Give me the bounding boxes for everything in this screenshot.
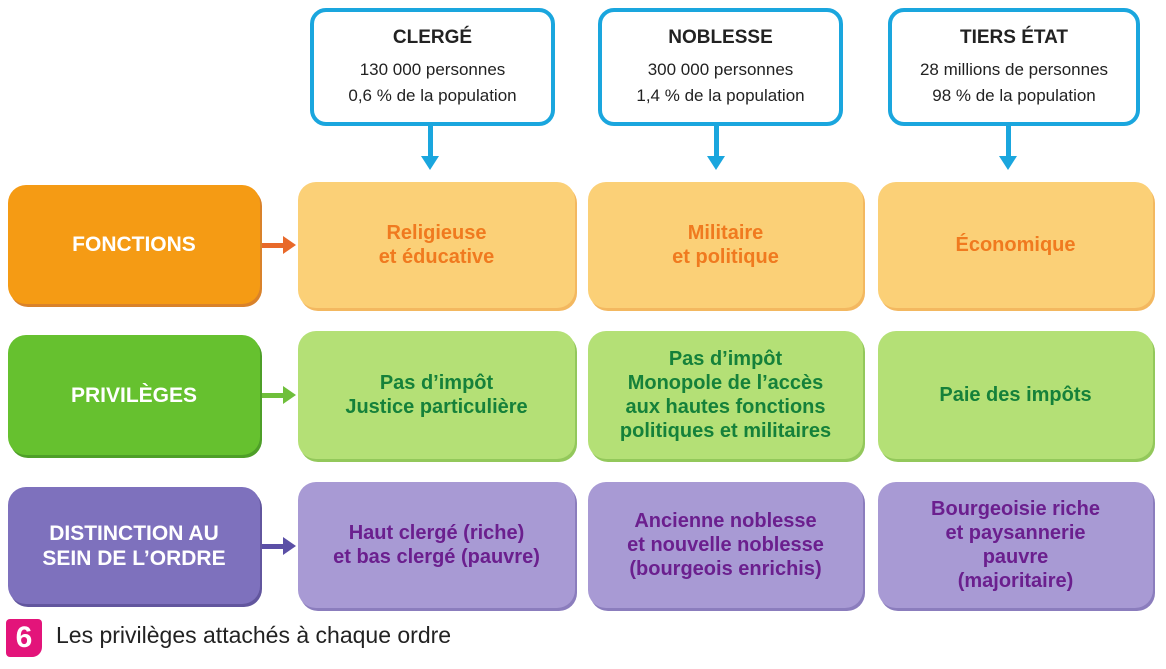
down-arrow-line	[1006, 126, 1011, 158]
cell-line: Paie des impôts	[939, 384, 1092, 406]
cell-line: Monopole de l’accès	[627, 372, 824, 394]
down-arrow-icon	[421, 156, 439, 170]
row-label-line: PRIVILÈGES	[70, 383, 198, 407]
cell-line: Pas d’impôt	[379, 372, 494, 394]
cell-line: (bourgeois enrichis)	[629, 558, 822, 580]
right-arrow-icon	[283, 236, 296, 254]
order-title: NOBLESSE	[668, 27, 773, 48]
cell-line: Pas d’impôt	[668, 348, 783, 370]
right-arrow-icon	[283, 386, 296, 404]
cell-line: pauvre	[982, 546, 1049, 568]
cell-line: Économique	[955, 234, 1076, 256]
cell-line: aux hautes fonctions	[625, 396, 826, 418]
cell-line: Bourgeoisie riche	[931, 498, 1100, 520]
down-arrow-line	[714, 126, 719, 158]
cell-line: politiques et militaires	[619, 420, 832, 442]
cell-line: Religieuse	[386, 222, 487, 244]
order-share: 98 % de la population	[932, 86, 1096, 105]
order-share: 1,4 % de la population	[636, 86, 805, 105]
order-count: 300 000 personnes	[647, 60, 794, 79]
cell-line: et paysannerie	[945, 522, 1086, 544]
cell-distinction-clerge: Haut clergé (riche)et bas clergé (pauvre…	[298, 482, 575, 608]
cell-line: (majoritaire)	[957, 570, 1074, 592]
down-arrow-icon	[707, 156, 725, 170]
down-arrow-line	[428, 126, 433, 158]
cell-line: et politique	[672, 246, 779, 268]
cell-line: et nouvelle noblesse	[627, 534, 824, 556]
cell-fonctions-tiers-etat: Économique	[878, 182, 1153, 308]
row-label-privileges: PRIVILÈGES	[8, 335, 260, 455]
right-arrow-icon	[283, 537, 296, 555]
document-number-badge: 6	[6, 619, 42, 657]
cell-privileges-tiers-etat: Paie des impôts	[878, 331, 1153, 459]
order-count: 130 000 personnes	[359, 60, 506, 79]
cell-line: Ancienne noblesse	[634, 510, 817, 532]
right-arrow-line	[262, 243, 284, 248]
right-arrow-line	[262, 544, 284, 549]
row-label-line: SEIN DE L’ORDRE	[42, 546, 226, 570]
order-title: TIERS ÉTAT	[959, 27, 1069, 48]
cell-line: Haut clergé (riche)	[348, 522, 525, 544]
cell-line: Justice particulière	[345, 396, 528, 418]
caption: Les privilèges attachés à chaque ordre	[56, 622, 452, 648]
order-share: 0,6 % de la population	[348, 86, 517, 105]
cell-line: Militaire	[687, 222, 764, 244]
right-arrow-line	[262, 393, 284, 398]
down-arrow-icon	[999, 156, 1017, 170]
cell-line: et éducative	[378, 246, 495, 268]
row-label-line: FONCTIONS	[72, 233, 196, 256]
row-label-line: DISTINCTION AU	[49, 521, 219, 545]
order-title: CLERGÉ	[392, 27, 473, 48]
order-count: 28 millions de personnes	[919, 60, 1109, 79]
order-box-clerge: CLERGÉ 130 000 personnes 0,6 % de la pop…	[310, 8, 555, 126]
order-box-tiers-etat: TIERS ÉTAT 28 millions de personnes 98 %…	[888, 8, 1140, 126]
cell-line: et bas clergé (pauvre)	[333, 546, 540, 568]
row-label-fonctions: FONCTIONS	[8, 185, 260, 304]
order-box-noblesse: NOBLESSE 300 000 personnes 1,4 % de la p…	[598, 8, 843, 126]
